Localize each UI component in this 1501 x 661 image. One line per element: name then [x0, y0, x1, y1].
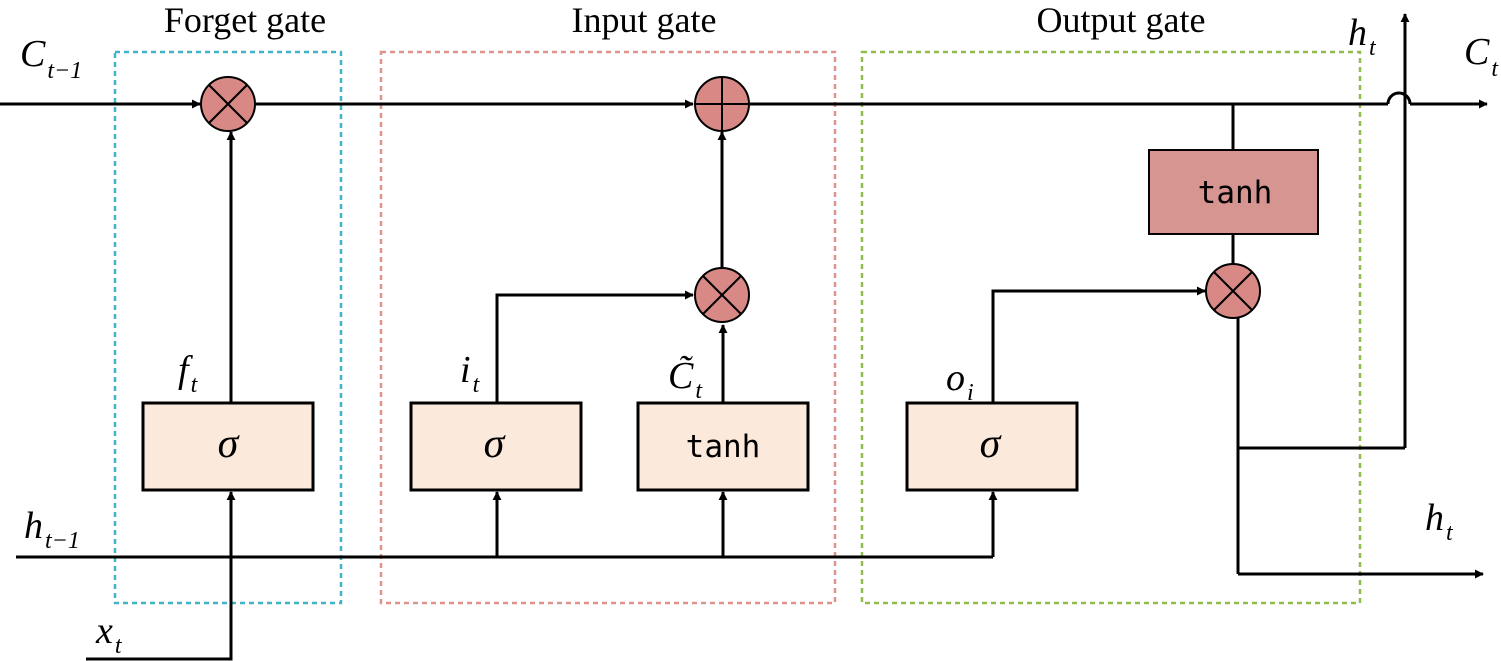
- forget-gate-title: Forget gate: [164, 0, 326, 40]
- cell-tanh-box: [1148, 149, 1319, 235]
- ht-right-label: ht: [1425, 497, 1454, 546]
- c-prev-label: Ct−1: [20, 33, 82, 84]
- it-label: it: [460, 349, 481, 398]
- input-gate-title: Input gate: [572, 0, 717, 40]
- output-sigma-label: σ: [980, 421, 1003, 467]
- ht-top-label: ht: [1348, 12, 1377, 61]
- output-gate-region: [860, 50, 1362, 605]
- input-tanh-label: tanh: [686, 429, 761, 465]
- oi-label: oi: [946, 357, 974, 406]
- input-gate-region: [379, 50, 837, 605]
- x-input-line: [86, 491, 236, 661]
- output-multiply-icon: [1205, 263, 1261, 319]
- oi-line: [991, 286, 1206, 403]
- forget-gate-region: [113, 50, 343, 605]
- output-gate-title: Output gate: [1037, 0, 1206, 40]
- ft-label: ft: [178, 349, 199, 398]
- it-line: [495, 290, 694, 403]
- input-multiply-icon: [694, 267, 750, 323]
- forget-multiply-icon: [200, 76, 256, 132]
- cell-add-icon: [694, 76, 750, 132]
- input-sigma-label: σ: [484, 421, 507, 467]
- forget-sigma-label: σ: [218, 421, 241, 467]
- c-tilde-label: C̃t: [668, 355, 703, 404]
- xt-label: xt: [95, 610, 123, 659]
- cell-state-hop: [1386, 91, 1412, 105]
- input-tanh-box: [636, 401, 810, 492]
- c-t-label: Ct: [1464, 31, 1499, 82]
- forget-sigma-box: [141, 401, 315, 492]
- h-prev-label: ht−1: [24, 505, 80, 554]
- cell-tanh-label: tanh: [1198, 175, 1273, 211]
